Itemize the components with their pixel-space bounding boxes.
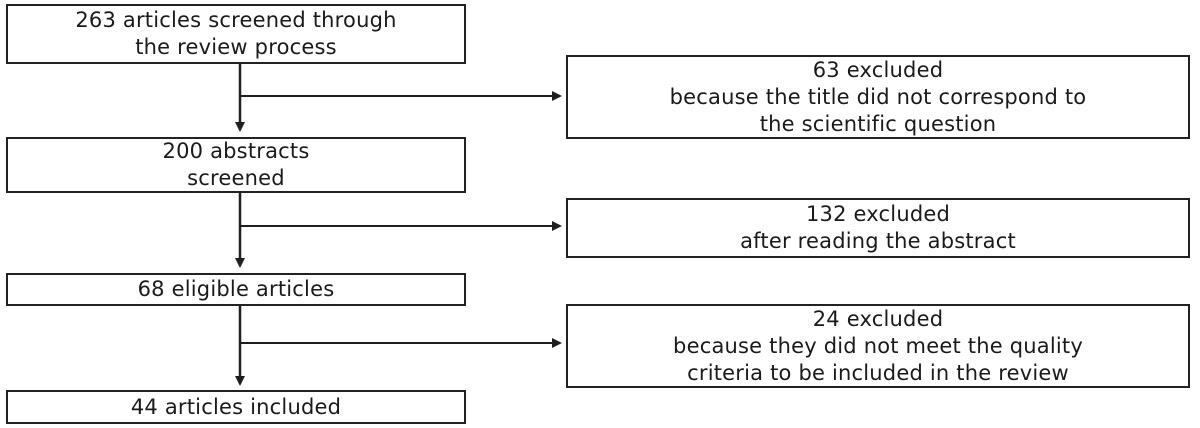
box-text-line: 44 articles included — [130, 394, 342, 419]
box-text-line: because they did not meet the quality — [673, 333, 1083, 358]
box-excluded-abstract: 132 excluded after reading the abstract — [566, 198, 1190, 258]
box-text-line: 68 eligible articles — [137, 277, 335, 301]
box-excluded-title: 63 excluded because the title did not co… — [566, 55, 1190, 139]
box-text-line: the review process — [135, 35, 337, 59]
box-text-line: 24 excluded — [812, 306, 944, 331]
box-text-line: criteria to be included in the review — [687, 360, 1069, 385]
box-text-line: screened — [187, 166, 285, 190]
box-text-line: 263 articles screened through — [75, 8, 397, 32]
box-text-line: 132 excluded — [805, 202, 951, 226]
box-articles-screened: 263 articles screened through the review… — [6, 4, 466, 64]
box-eligible-articles: 68 eligible articles — [6, 273, 466, 306]
box-text-line: after reading the abstract — [740, 229, 1016, 253]
box-text-line: 200 abstracts — [162, 139, 310, 163]
box-text-line: 63 excluded — [812, 57, 944, 82]
box-excluded-quality: 24 excluded because they did not meet th… — [566, 304, 1190, 388]
box-abstracts-screened: 200 abstracts screened — [6, 137, 466, 193]
box-text-line: because the title did not correspond to — [669, 84, 1087, 109]
box-articles-included: 44 articles included — [6, 390, 466, 424]
box-text-line: the scientific question — [759, 111, 997, 136]
